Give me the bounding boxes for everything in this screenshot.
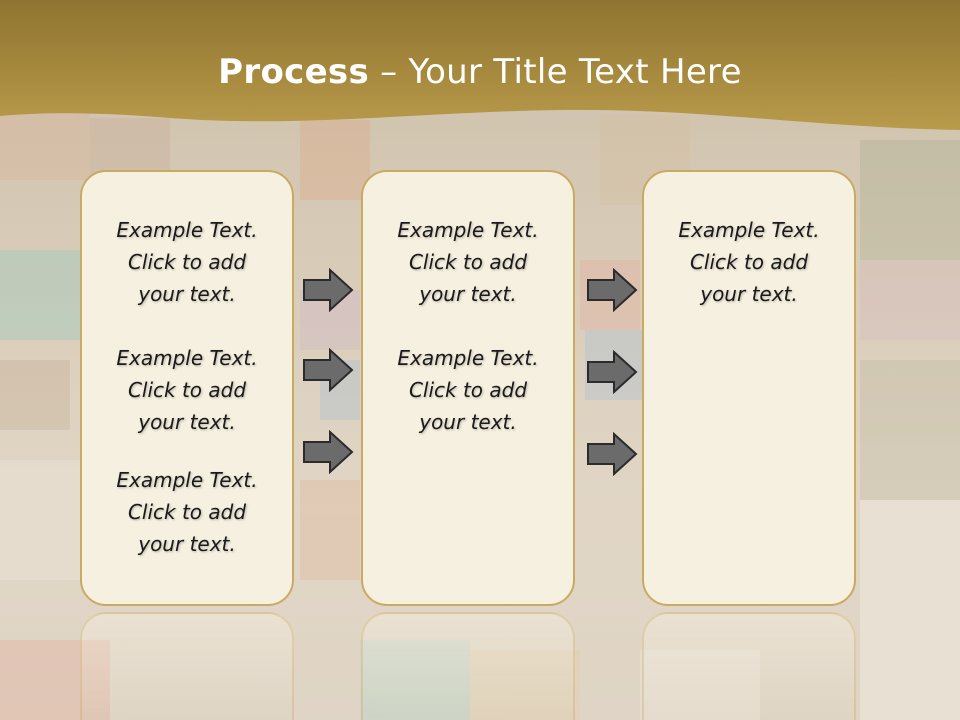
text-line: your text. — [700, 282, 798, 306]
text-placeholder[interactable]: Example Text. Click to add your text. — [363, 214, 573, 310]
title-band — [0, 0, 960, 130]
process-panel-2: Example Text. Click to add your text. Ex… — [361, 170, 575, 606]
slide-title[interactable]: Process – Your Title Text Here — [0, 52, 960, 92]
title-bold: Process — [218, 52, 370, 92]
text-line: your text. — [419, 282, 517, 306]
text-line: Click to add — [408, 378, 528, 402]
text-placeholder[interactable]: Example Text. Click to add your text. — [644, 214, 854, 310]
text-line: your text. — [138, 532, 236, 556]
text-line: Example Text. — [116, 218, 258, 242]
process-panel-1: Example Text. Click to add your text. Ex… — [80, 170, 294, 606]
panel-reflection — [642, 612, 856, 720]
text-line: Click to add — [127, 378, 247, 402]
right-arrow-icon — [587, 350, 638, 394]
text-line: your text. — [138, 410, 236, 434]
right-arrow-icon — [303, 268, 354, 312]
text-line: Click to add — [689, 250, 809, 274]
text-line: your text. — [419, 410, 517, 434]
text-line: Example Text. — [678, 218, 820, 242]
text-placeholder[interactable]: Example Text. Click to add your text. — [82, 214, 292, 310]
text-line: Click to add — [127, 500, 247, 524]
text-line: Example Text. — [397, 218, 539, 242]
text-line: Click to add — [408, 250, 528, 274]
title-rest: – Your Title Text Here — [380, 52, 742, 92]
right-arrow-icon — [587, 268, 638, 312]
panel-reflection — [361, 612, 575, 720]
right-arrow-icon — [587, 432, 638, 476]
text-placeholder[interactable]: Example Text. Click to add your text. — [363, 342, 573, 438]
right-arrow-icon — [303, 348, 354, 392]
text-line: Example Text. — [116, 468, 258, 492]
process-panel-3: Example Text. Click to add your text. — [642, 170, 856, 606]
text-placeholder[interactable]: Example Text. Click to add your text. — [82, 342, 292, 438]
text-line: Example Text. — [397, 346, 539, 370]
text-line: your text. — [138, 282, 236, 306]
panel-reflection — [80, 612, 294, 720]
right-arrow-icon — [303, 430, 354, 474]
text-line: Click to add — [127, 250, 247, 274]
text-placeholder[interactable]: Example Text. Click to add your text. — [82, 464, 292, 560]
text-line: Example Text. — [116, 346, 258, 370]
